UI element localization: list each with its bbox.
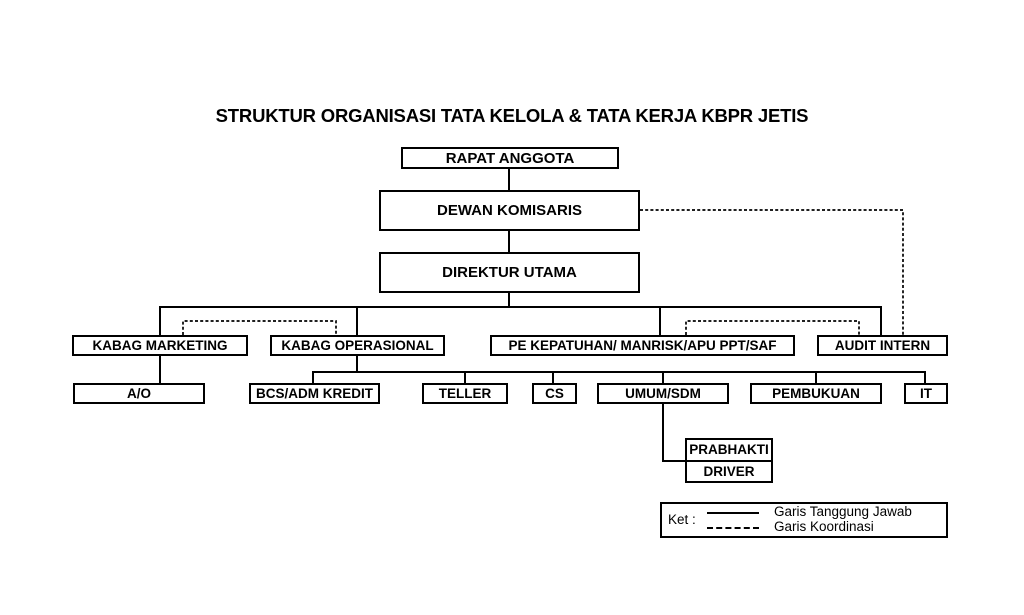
- node-cs: CS: [532, 383, 577, 404]
- node-dewan-komisaris: DEWAN KOMISARIS: [379, 190, 640, 231]
- node-prabhakti: PRABHAKTI: [689, 442, 769, 458]
- coordination-lines: [182, 209, 904, 335]
- node-teller: TELLER: [422, 383, 508, 404]
- node-prabhakti-driver: PRABHAKTI DRIVER: [685, 438, 773, 483]
- node-pembukuan: PEMBUKUAN: [750, 383, 882, 404]
- node-direktur-utama: DIREKTUR UTAMA: [379, 252, 640, 293]
- legend-box: Ket : Garis Tanggung Jawab Garis Koordin…: [660, 502, 948, 538]
- node-it: IT: [904, 383, 948, 404]
- node-ao: A/O: [73, 383, 205, 404]
- page-title: STRUKTUR ORGANISASI TATA KELOLA & TATA K…: [215, 105, 809, 126]
- node-umum-sdm: UMUM/SDM: [597, 383, 729, 404]
- legend-item-coordination: Garis Koordinasi: [774, 519, 874, 534]
- node-kabag-operasional: KABAG OPERASIONAL: [270, 335, 445, 356]
- coordination-elbow: [685, 320, 860, 335]
- node-kabag-marketing: KABAG MARKETING: [72, 335, 248, 356]
- node-audit-intern: AUDIT INTERN: [817, 335, 948, 356]
- solid-line-sample: [707, 512, 759, 514]
- legend-item-responsibility: Garis Tanggung Jawab: [774, 504, 912, 519]
- dashed-line-sample: [707, 527, 759, 529]
- node-rapat-anggota: RAPAT ANGGOTA: [401, 147, 619, 169]
- node-bcs-adm-kredit: BCS/ADM KREDIT: [249, 383, 380, 404]
- coordination-elbow: [182, 320, 337, 335]
- coordination-elbow: [640, 209, 904, 335]
- legend-title: Ket :: [668, 512, 696, 527]
- responsibility-lines: [159, 169, 926, 462]
- connector-elbow: [662, 404, 686, 462]
- node-driver: DRIVER: [687, 459, 771, 482]
- node-pe-kepatuhan-manrisk-apu-ppt-saf: PE KEPATUHAN/ MANRISK/APU PPT/SAF: [490, 335, 795, 356]
